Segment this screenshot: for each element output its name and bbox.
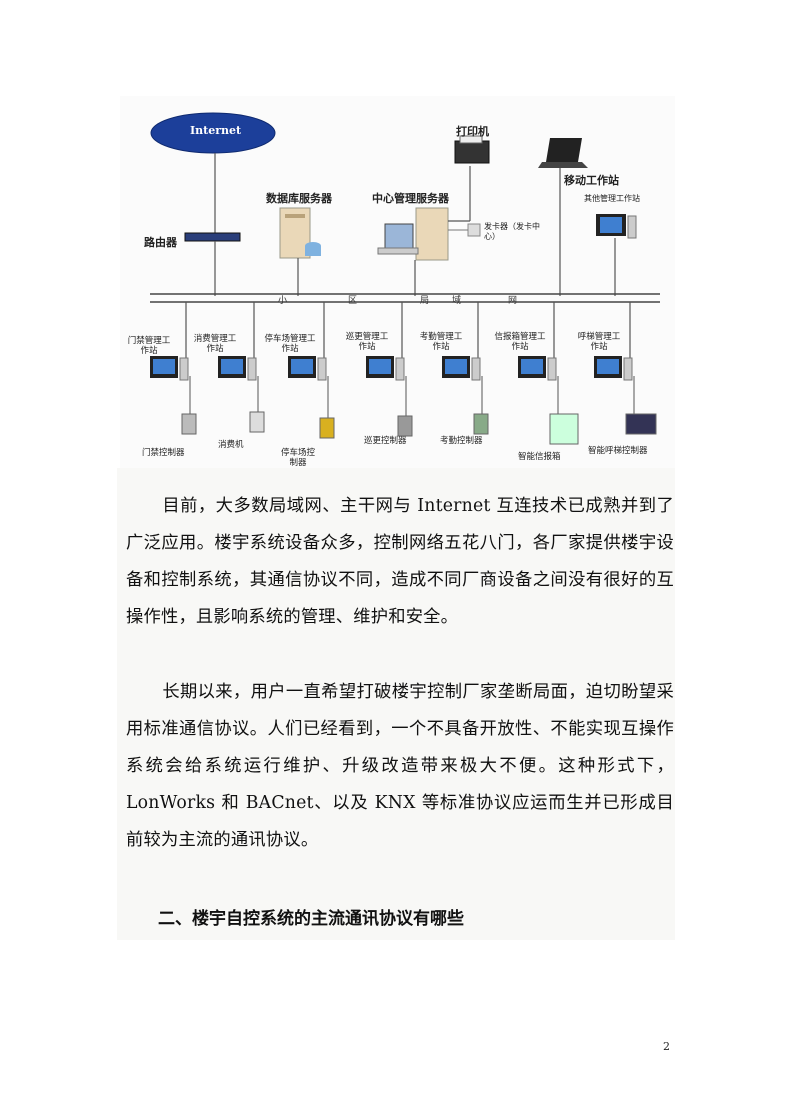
station-label-parking: 停车场管理工作站: [264, 334, 316, 354]
monitor-screen: [153, 359, 175, 374]
controller-device-icon: [625, 413, 657, 435]
station-label-consume: 消费管理工作站: [193, 334, 237, 354]
monitor-screen: [369, 359, 391, 374]
device-label-attendance: 考勤控制器: [440, 436, 483, 446]
monitor-screen: [521, 359, 543, 374]
lan-char: 网: [508, 296, 518, 306]
router-device: [184, 232, 241, 242]
text-block-background: [117, 468, 675, 940]
pc-tower-icon: [395, 357, 405, 381]
controller-device-icon: [549, 413, 579, 445]
pc-tower-icon: [623, 357, 633, 381]
internet-cloud: [150, 112, 276, 154]
pc-tower-icon: [471, 357, 481, 381]
db-server-label: 数据库服务器: [266, 192, 332, 205]
printer-label: 打印机: [456, 125, 489, 138]
pc-tower-icon: [179, 357, 189, 381]
controller-device-icon: [473, 413, 489, 435]
card-issuer-label: 发卡器（发卡中心）: [484, 222, 540, 241]
monitor-screen: [291, 359, 313, 374]
center-server-label: 中心管理服务器: [372, 192, 449, 205]
device-label-mailbox: 智能信报箱: [518, 452, 561, 462]
station-label-elevator: 呼梯管理工作站: [577, 332, 621, 352]
monitor-screen: [445, 359, 467, 374]
controller-device-icon: [249, 411, 265, 433]
device-label-elevator: 智能呼梯控制器: [588, 446, 648, 456]
section-heading: 二、楼宇自控系统的主流通讯协议有哪些: [158, 909, 464, 929]
pc-tower-icon: [547, 357, 557, 381]
lan-char: 局: [420, 296, 430, 306]
pc-tower-icon: [247, 357, 257, 381]
device-label-parking: 停车场控制器: [280, 448, 315, 468]
controller-device-icon: [397, 415, 413, 437]
paragraph-2: 长期以来，用户一直希望打破楼宇控制厂家垄断局面，迫切盼望采用标准通信协议。人们已…: [126, 682, 674, 850]
pc-tower-icon: [317, 357, 327, 381]
mobile-ws-label: 移动工作站: [564, 174, 619, 187]
station-label-access: 门禁管理工作站: [127, 336, 171, 356]
laptop-device: [538, 138, 588, 168]
lan-char: 区: [348, 296, 358, 306]
station-label-patrol: 巡更管理工作站: [345, 332, 389, 352]
paragraph-1: 目前，大多数局域网、主干网与 Internet 互连技术已成熟并到了广泛应用。楼…: [126, 496, 674, 627]
monitor-screen: [597, 359, 619, 374]
monitor-screen: [221, 359, 243, 374]
controller-device-icon: [319, 417, 335, 439]
center-server-device: [377, 207, 449, 261]
device-label-patrol: 巡更控制器: [364, 436, 407, 446]
printer-device: [454, 135, 490, 164]
station-graphics: [150, 302, 657, 445]
station-label-mailbox: 信报箱管理工作站: [494, 332, 546, 352]
db-server-device: [279, 207, 321, 259]
internet-label: Internet: [190, 124, 242, 137]
controller-device-icon: [181, 413, 197, 435]
other-workstation-device: [596, 214, 637, 239]
network-diagram: Internet 路由器 数据库服务器 中心管理服务器 打印机 移动工作站 其他…: [120, 96, 675, 468]
station-label-attendance: 考勤管理工作站: [419, 332, 463, 352]
diagram-graphics: [150, 112, 660, 445]
device-label-access: 门禁控制器: [142, 448, 185, 458]
lan-char: 域: [452, 296, 462, 306]
lan-char: 小: [278, 296, 288, 306]
page-number: 2: [663, 1040, 670, 1053]
other-ws-label: 其他管理工作站: [584, 194, 640, 203]
router-label: 路由器: [144, 236, 177, 249]
device-label-consume: 消费机: [218, 440, 244, 450]
